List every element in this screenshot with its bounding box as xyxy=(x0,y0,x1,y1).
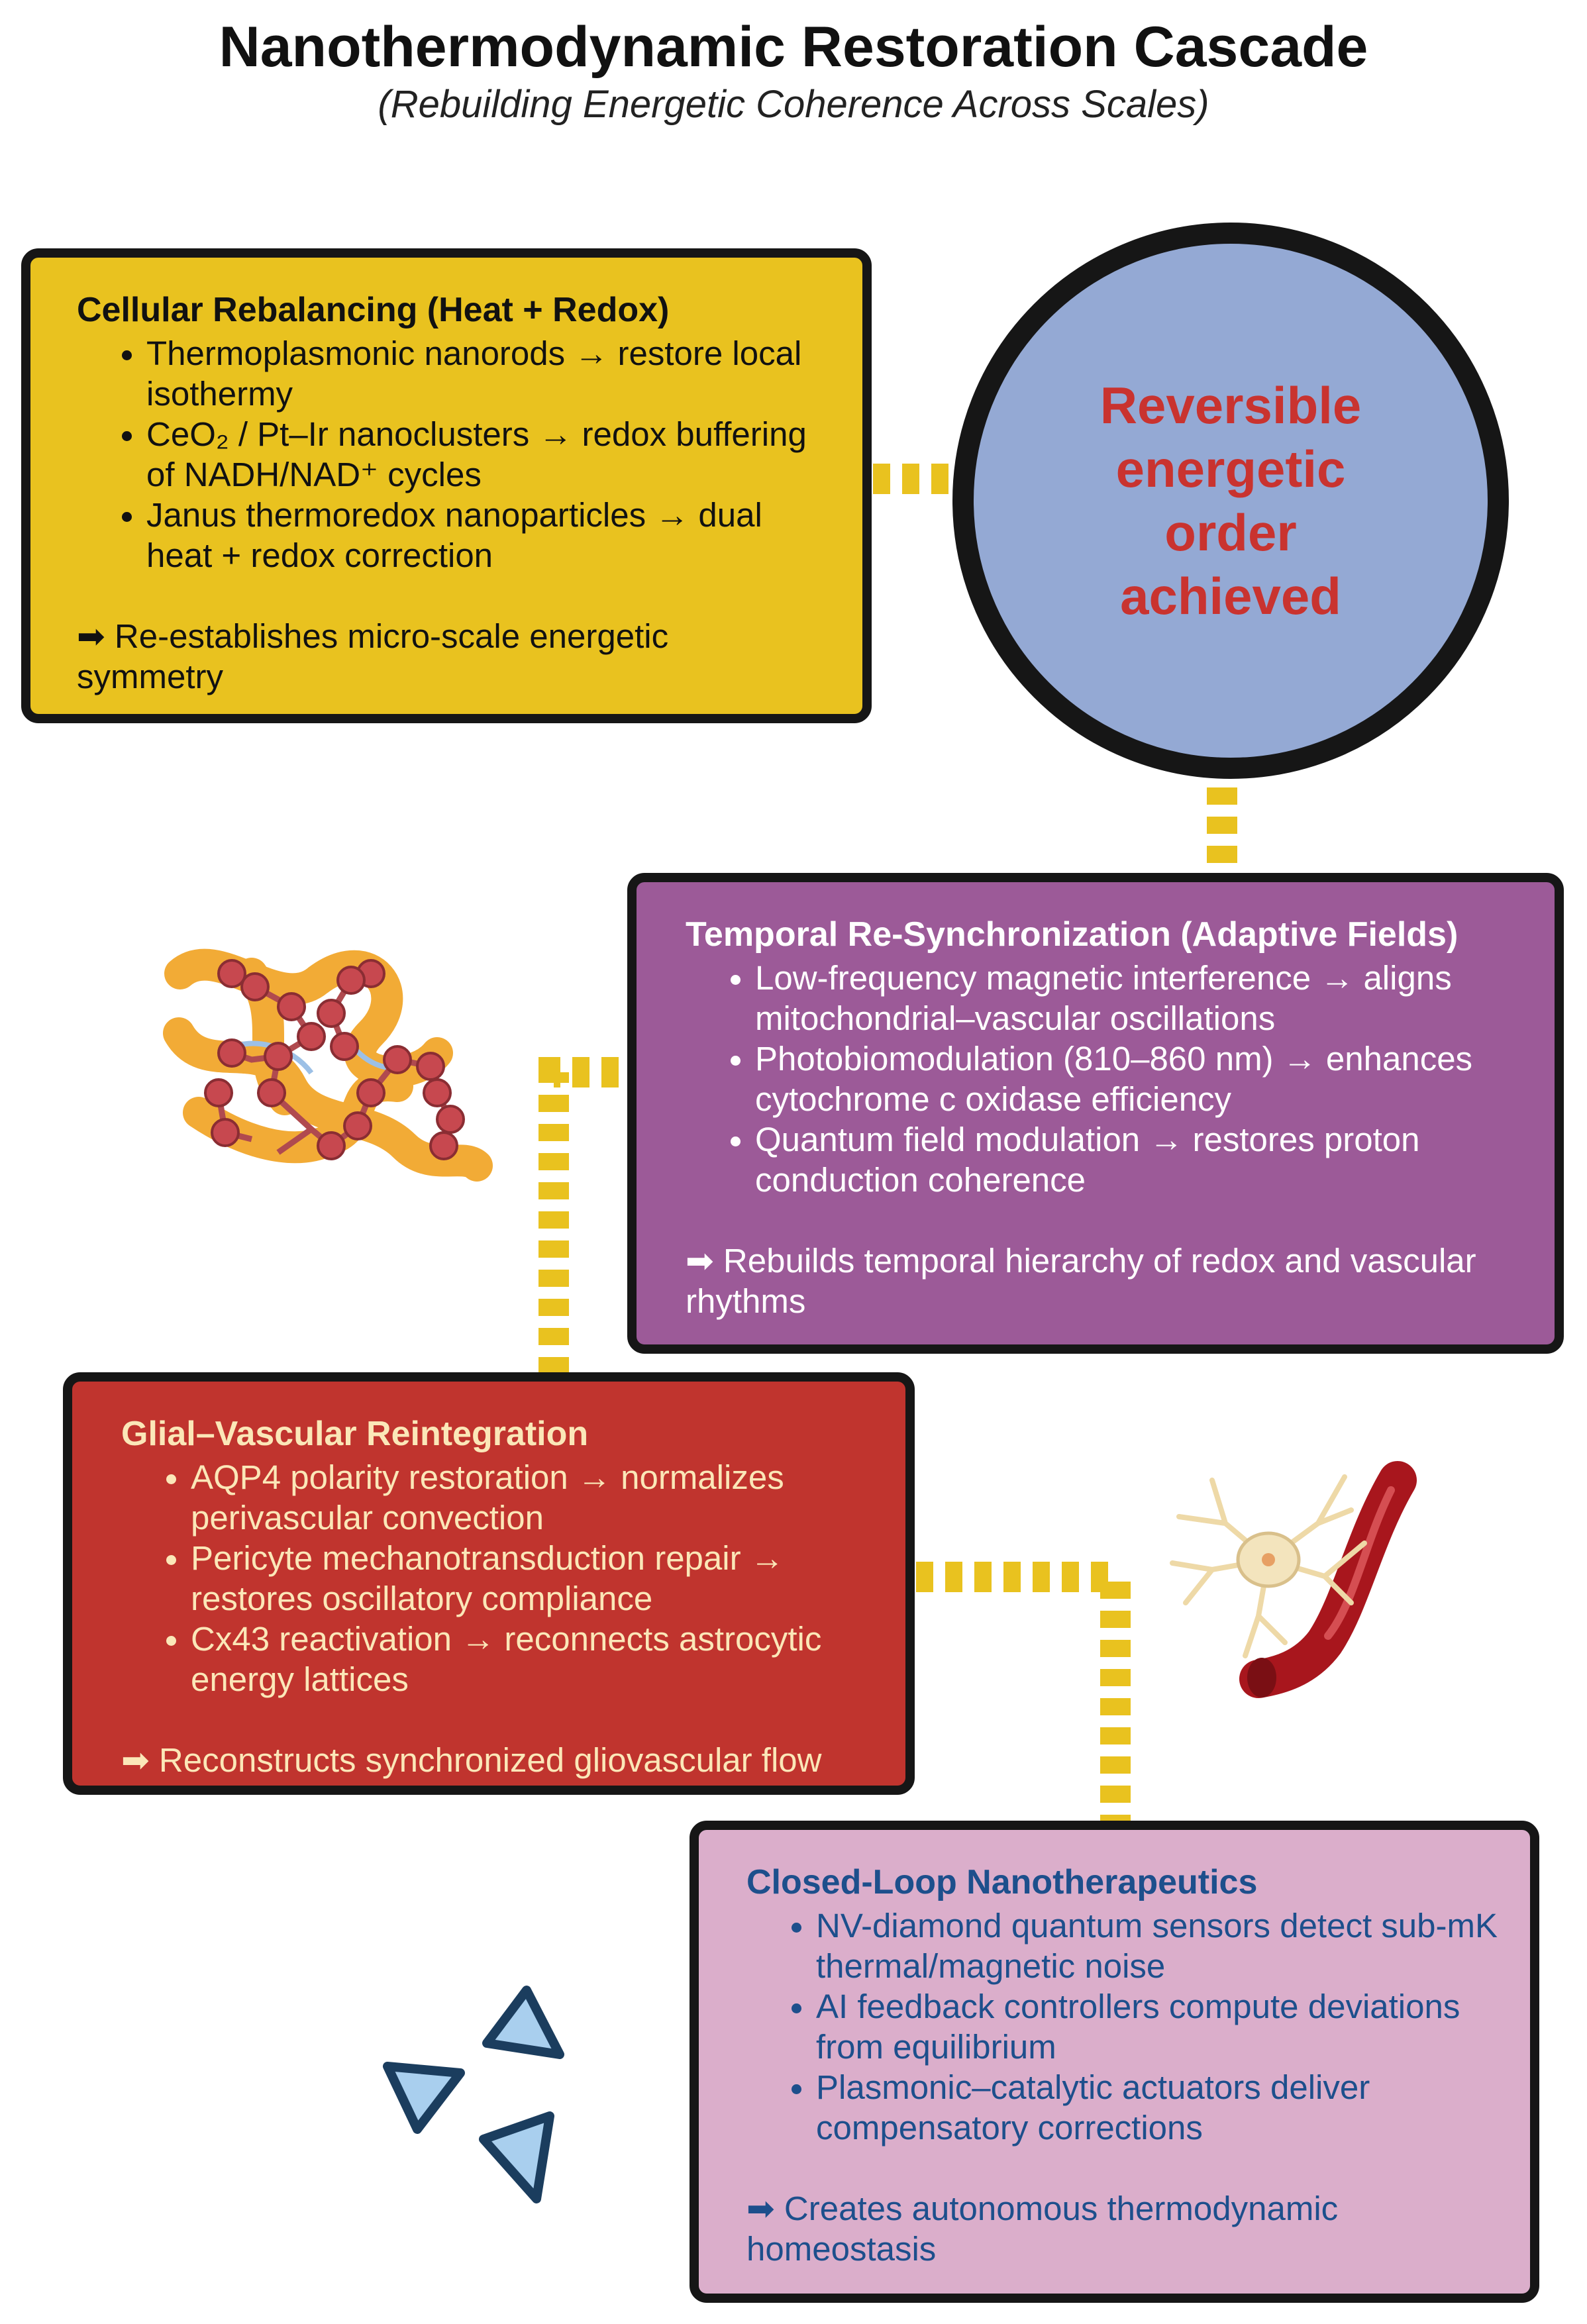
temporal-resynchronization-box: Temporal Re-Synchronization (Adaptive Fi… xyxy=(627,873,1564,1354)
box-list: Low-frequency magnetic interference → al… xyxy=(686,958,1528,1200)
cellular-rebalancing-box: Cellular Rebalancing (Heat + Redox) Ther… xyxy=(21,248,872,723)
connector-paths xyxy=(538,464,1237,1821)
box-heading: Closed-Loop Nanotherapeutics xyxy=(746,1863,1258,1901)
list-item: Low-frequency magnetic interference → al… xyxy=(755,958,1528,1038)
list-item: NV-diamond quantum sensors detect sub-mK… xyxy=(816,1905,1504,1986)
page-title: Nanothermodynamic Restoration Cascade xyxy=(219,15,1368,79)
triangular-nanoparticles-icon xyxy=(383,1986,564,2203)
list-item: Photobiomodulation (810–860 nm) → enhanc… xyxy=(755,1038,1528,1119)
outcome-circle: Reversible energetic order achieved xyxy=(952,223,1509,779)
astrocyte-blood-vessel-icon xyxy=(1170,1461,1417,1698)
box-summary: ➡ Rebuilds temporal hierarchy of redox a… xyxy=(686,1242,1476,1320)
connector-temporal-to-glial xyxy=(538,1057,619,1372)
box-list: AQP4 polarity restoration → normalizes p… xyxy=(121,1457,879,1699)
box-heading: Cellular Rebalancing (Heat + Redox) xyxy=(77,291,670,329)
box-list: NV-diamond quantum sensors detect sub-mK… xyxy=(746,1905,1504,2148)
list-item: Thermoplasmonic nanorods → restore local… xyxy=(146,333,836,414)
list-item: Pericyte mechanotransduction repair → re… xyxy=(191,1538,879,1619)
box-list: Thermoplasmonic nanorods → restore local… xyxy=(77,333,836,576)
page-subtitle: (Rebuilding Energetic Coherence Across S… xyxy=(378,83,1209,126)
molecular-network-icon xyxy=(163,948,493,1182)
list-item: AI feedback controllers compute deviatio… xyxy=(816,1986,1504,2067)
list-item: Plasmonic–catalytic actuators deliver co… xyxy=(816,2067,1504,2148)
glial-vascular-reintegration-box: Glial–Vascular Reintegration AQP4 polari… xyxy=(63,1372,915,1795)
list-item: Quantum field modulation → restores prot… xyxy=(755,1119,1528,1200)
box-heading: Temporal Re-Synchronization (Adaptive Fi… xyxy=(686,915,1459,954)
list-item: CeO₂ / Pt–Ir nanoclusters → redox buffer… xyxy=(146,414,836,495)
list-item: AQP4 polarity restoration → normalizes p… xyxy=(191,1457,879,1538)
box-summary: ➡ Creates autonomous thermodynamic homeo… xyxy=(746,2190,1339,2268)
outcome-text: Reversible energetic order achieved xyxy=(1100,376,1362,625)
box-summary: ➡ Reconstructs synchronized gliovascular… xyxy=(121,1741,822,1779)
closed-loop-nanotherapeutics-box: Closed-Loop Nanotherapeutics NV-diamond … xyxy=(690,1821,1539,2303)
list-item: Janus thermoredox nanoparticles → dual h… xyxy=(146,495,836,576)
box-summary: ➡ Re-establishes micro-scale energetic s… xyxy=(77,617,669,695)
box-heading: Glial–Vascular Reintegration xyxy=(121,1415,589,1453)
list-item: Cx43 reactivation → reconnects astrocyti… xyxy=(191,1619,879,1699)
connector-glial-to-closed xyxy=(916,1562,1131,1821)
